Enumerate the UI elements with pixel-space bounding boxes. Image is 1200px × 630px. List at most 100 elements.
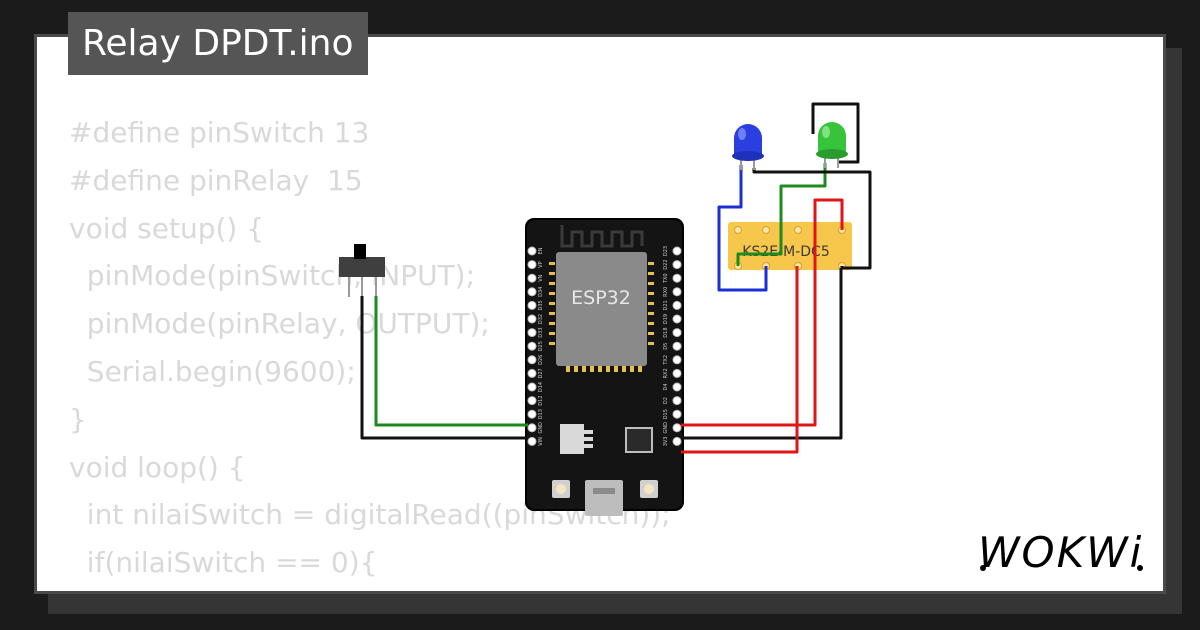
left-pin-d25[interactable]	[527, 341, 537, 351]
left-pin-label: D12	[538, 395, 544, 405]
right-pin-d23[interactable]	[672, 246, 682, 256]
switch-handle[interactable]	[354, 244, 366, 259]
left-pin-label: D33	[538, 327, 544, 337]
right-pin-label: D5	[663, 343, 669, 350]
wire-blue-led	[717, 165, 768, 292]
code-line: void setup() {	[69, 211, 265, 245]
usb-chip	[625, 427, 653, 453]
left-pin-label: D27	[538, 368, 544, 378]
code-line: void loop() {	[69, 450, 246, 484]
left-pin-label: D25	[538, 341, 544, 351]
esp32-board[interactable]: ESP32	[525, 218, 684, 516]
right-pin-label: GND	[663, 422, 669, 434]
left-pin-d35[interactable]	[527, 300, 537, 310]
regulator-chip	[560, 424, 584, 454]
left-pin-vp[interactable]	[527, 260, 537, 270]
code-line: pinMode(pinSwitch, INPUT);	[69, 259, 476, 293]
board-label: ESP32	[571, 287, 631, 309]
left-pin-label: D32	[538, 314, 544, 324]
right-pin-label: RX2	[663, 368, 669, 378]
right-pin-label: TX0	[663, 273, 669, 284]
right-pin-tx2[interactable]	[672, 355, 682, 365]
page-title: Relay DPDT.ino	[82, 23, 354, 64]
left-pin-d26[interactable]	[527, 355, 537, 365]
green-led[interactable]	[816, 122, 848, 168]
wire-relay-vcc	[681, 266, 799, 454]
relay-module[interactable]: KS2E-M-DC5	[728, 222, 852, 270]
right-pin-d15[interactable]	[672, 409, 682, 419]
right-pin-d18[interactable]	[672, 328, 682, 338]
left-pin-label: D14	[538, 382, 544, 392]
right-pin-label: D4	[663, 383, 669, 390]
code-line: Serial.begin(9600);	[69, 354, 356, 388]
left-pin-label: EN	[538, 247, 544, 254]
right-pin-label: D15	[663, 409, 669, 419]
code-listing: #define pinSwitch 13 #define pinRelay 15 v…	[69, 109, 671, 587]
left-pin-vin[interactable]	[527, 436, 537, 446]
left-pin-d12[interactable]	[527, 396, 537, 406]
code-line: pinMode(pinRelay, OUTPUT);	[69, 307, 490, 341]
right-pin-d22[interactable]	[672, 260, 682, 270]
left-pin-d13[interactable]	[527, 409, 537, 419]
left-pin-d33[interactable]	[527, 328, 537, 338]
brand-wordmark: WOKWi	[978, 528, 1143, 577]
right-pin-label: D21	[663, 300, 669, 310]
left-pin-label: GND	[538, 422, 544, 434]
left-pin-vn[interactable]	[527, 273, 537, 283]
right-pin-d5[interactable]	[672, 341, 682, 351]
relay-label: KS2E-M-DC5	[742, 244, 829, 260]
wokwi-logo: WOKWi	[978, 528, 1143, 577]
reset-button[interactable]	[640, 480, 658, 498]
wire-relay-gnd	[681, 268, 843, 440]
right-pin-d21[interactable]	[672, 300, 682, 310]
wire-green-loop	[811, 102, 860, 164]
left-pin-label: D35	[538, 300, 544, 310]
left-pin-gnd[interactable]	[527, 423, 537, 433]
left-pin-d14[interactable]	[527, 382, 537, 392]
wire-led-common	[752, 168, 872, 270]
wires	[360, 102, 872, 454]
wire-relay-signal	[681, 198, 844, 427]
slide-switch[interactable]	[339, 244, 385, 297]
code-line: #define pinSwitch 13	[69, 116, 370, 149]
right-pin-d4[interactable]	[672, 382, 682, 392]
wire-switch-gnd	[360, 296, 528, 440]
right-pin-d19[interactable]	[672, 314, 682, 324]
right-pin-label: TX2	[663, 355, 669, 366]
blue-led[interactable]	[732, 124, 764, 170]
right-pin-label: D2	[663, 397, 669, 404]
right-pin-label: D22	[663, 259, 669, 269]
left-pin-en[interactable]	[527, 246, 537, 256]
left-pin-d34[interactable]	[527, 287, 537, 297]
esp32-module	[556, 252, 647, 366]
micro-usb-port	[585, 480, 623, 516]
right-pin-rx2[interactable]	[672, 368, 682, 378]
right-pin-gnd[interactable]	[672, 423, 682, 433]
left-pin-label: VP	[538, 261, 544, 267]
right-pin-tx0[interactable]	[672, 273, 682, 283]
code-line: if(nilaiSwitch == 0){	[69, 546, 378, 580]
right-pin-label: D23	[663, 246, 669, 256]
right-pin-rx0[interactable]	[672, 287, 682, 297]
right-pin-label: D19	[663, 314, 669, 324]
left-pin-label: D13	[538, 409, 544, 419]
code-line: int nilaiSwitch = digitalRead((pinSwitch…	[69, 498, 671, 532]
right-pin-label: 3V3	[663, 437, 669, 447]
left-pin-label: VIN	[538, 437, 544, 446]
left-pin-d27[interactable]	[527, 368, 537, 378]
code-line: }	[69, 402, 87, 436]
code-line: #define pinRelay 15	[69, 163, 363, 197]
left-pin-label: D34	[538, 287, 544, 297]
right-pin-label: D18	[663, 327, 669, 337]
left-pin-d32[interactable]	[527, 314, 537, 324]
right-pin-3v3[interactable]	[672, 436, 682, 446]
wire-switch-signal	[374, 296, 528, 427]
right-pin-label: RX0	[663, 287, 669, 297]
boot-button[interactable]	[552, 480, 570, 498]
right-pin-d2[interactable]	[672, 396, 682, 406]
wire-green-led	[736, 163, 827, 266]
left-pin-label: VN	[538, 274, 544, 281]
left-pin-label: D26	[538, 355, 544, 365]
title-badge: Relay DPDT.ino	[68, 12, 368, 75]
